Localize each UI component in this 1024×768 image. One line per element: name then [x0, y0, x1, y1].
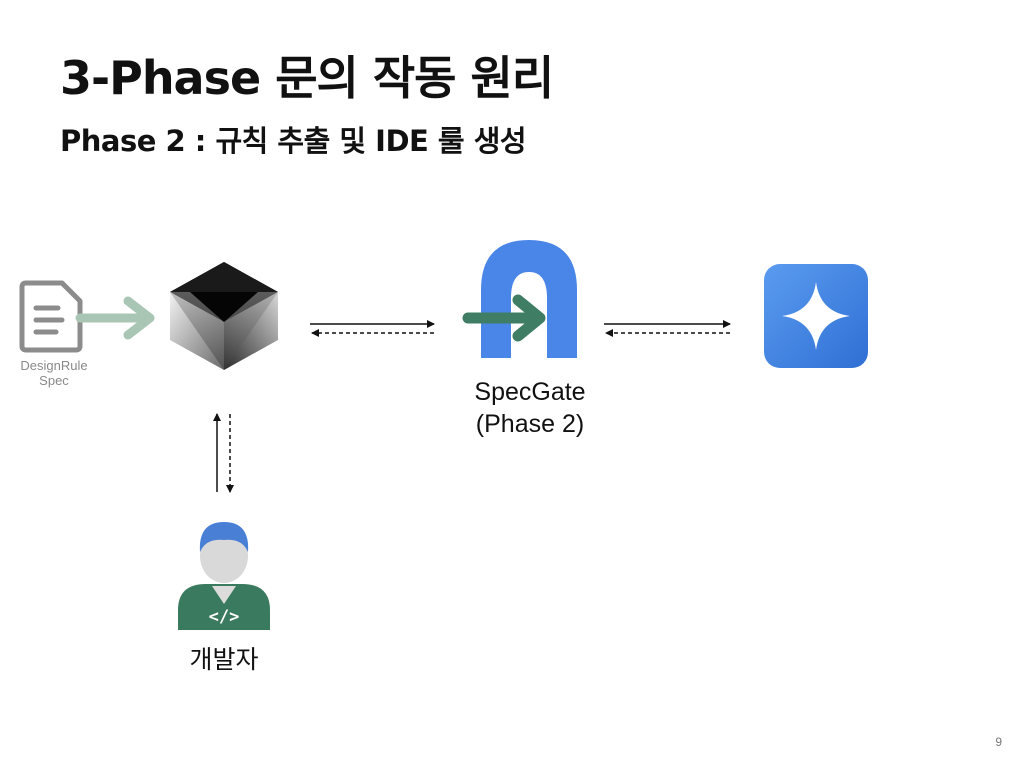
ide-specgate-arrows	[310, 320, 435, 337]
slide-title: 3-Phase 문의 작동 원리	[60, 51, 554, 105]
slide-subtitle: Phase 2 : 규칙 추출 및 IDE 룰 생성	[60, 124, 527, 158]
specgate-ai-arrows	[604, 320, 731, 337]
svg-text:</>: </>	[209, 607, 240, 627]
developer-caption: 개발자	[189, 645, 259, 674]
cursor-cube-icon	[170, 262, 278, 370]
designrule-spec-caption: DesignRule Spec	[20, 358, 88, 388]
specgate-logo-icon	[462, 240, 577, 358]
document-icon	[19, 280, 83, 353]
developer-icon: </>	[178, 522, 270, 630]
page-number: 9	[995, 735, 1002, 749]
ide-developer-arrows	[213, 413, 234, 493]
specgate-caption: SpecGate (Phase 2)	[474, 378, 586, 438]
gemini-star-icon	[764, 264, 868, 368]
doc-to-ide-arrow	[75, 296, 155, 340]
